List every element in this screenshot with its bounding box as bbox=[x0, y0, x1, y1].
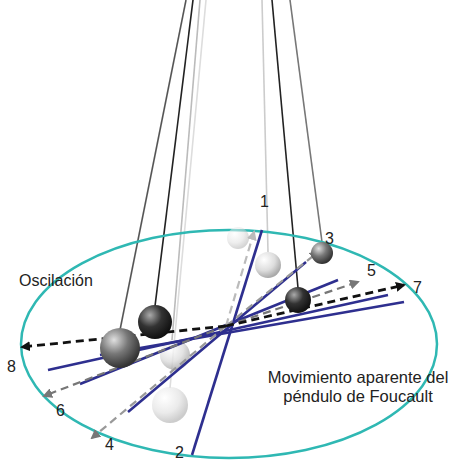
caption-note: Movimiento aparente del péndulo de Fouca… bbox=[262, 368, 454, 406]
callout-number: 2 bbox=[174, 444, 185, 462]
axis-label: Oscilación bbox=[18, 272, 94, 290]
callout-number: 7 bbox=[412, 279, 423, 297]
callout-number: 1 bbox=[259, 193, 270, 211]
callout-number: 4 bbox=[104, 436, 115, 454]
callout-number: 3 bbox=[324, 230, 335, 248]
callout-number: 5 bbox=[366, 262, 377, 280]
callout-number: 6 bbox=[55, 402, 66, 420]
callout-number: 8 bbox=[6, 358, 17, 376]
